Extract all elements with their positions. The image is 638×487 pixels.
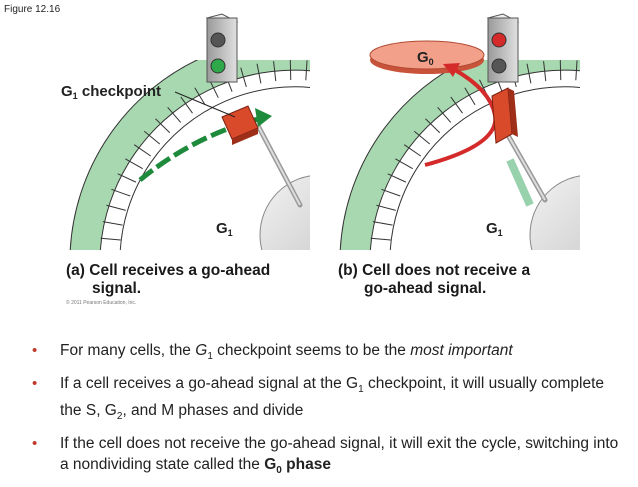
ring-segment-tick xyxy=(591,62,594,82)
ring-segment-tick xyxy=(103,222,123,225)
checkpoint-gate xyxy=(222,106,258,145)
ring-segment-tick xyxy=(364,76,372,94)
ring-segment-tick xyxy=(378,83,387,101)
traffic-light-green xyxy=(207,14,237,82)
ring-segment-tick xyxy=(620,70,626,89)
ring-segment-tick xyxy=(336,65,341,84)
ring-segment-tick xyxy=(606,65,611,84)
ring-segment-tick xyxy=(391,92,402,109)
checkpoint-label: G1 checkpoint xyxy=(61,83,161,101)
traffic-light-red xyxy=(488,14,518,82)
bullet-marker: • xyxy=(32,433,37,454)
ring-segment-tick xyxy=(350,70,356,89)
bullet-list: • For many cells, the G1 checkpoint seem… xyxy=(26,340,626,487)
ring-segment-tick xyxy=(373,222,393,225)
ring-segment-tick xyxy=(371,238,391,240)
bullet-marker: • xyxy=(32,373,37,394)
phase-g1-label-b: G1 xyxy=(486,220,503,238)
caption-a: (a) Cell receives a go-ahead signal. xyxy=(66,262,270,298)
panel-b: G0 G1 xyxy=(340,14,638,295)
ring-segment-tick xyxy=(106,205,125,210)
ring-segment-tick xyxy=(376,205,395,210)
bullet-item: • If a cell receives a go-ahead signal a… xyxy=(26,373,626,427)
phase-g1-label: G1 xyxy=(216,220,233,238)
ring-segment-tick xyxy=(321,62,324,82)
caption-b: (b) Cell does not receive a go-ahead sig… xyxy=(338,262,530,298)
bullet-marker: • xyxy=(32,340,37,361)
copyright-notice: © 2011 Pearson Education, Inc. xyxy=(66,300,136,306)
ring-segment-tick xyxy=(101,238,121,240)
checkpoint-gate-closed xyxy=(492,88,518,143)
ring-segment-tick xyxy=(111,189,130,196)
ring-segment-tick xyxy=(381,189,400,196)
ring-segment-tick xyxy=(634,76,638,94)
bullet-item: • For many cells, the G1 checkpoint seem… xyxy=(26,340,626,367)
bullet-item: • If the cell does not receive the go-ah… xyxy=(26,433,626,481)
